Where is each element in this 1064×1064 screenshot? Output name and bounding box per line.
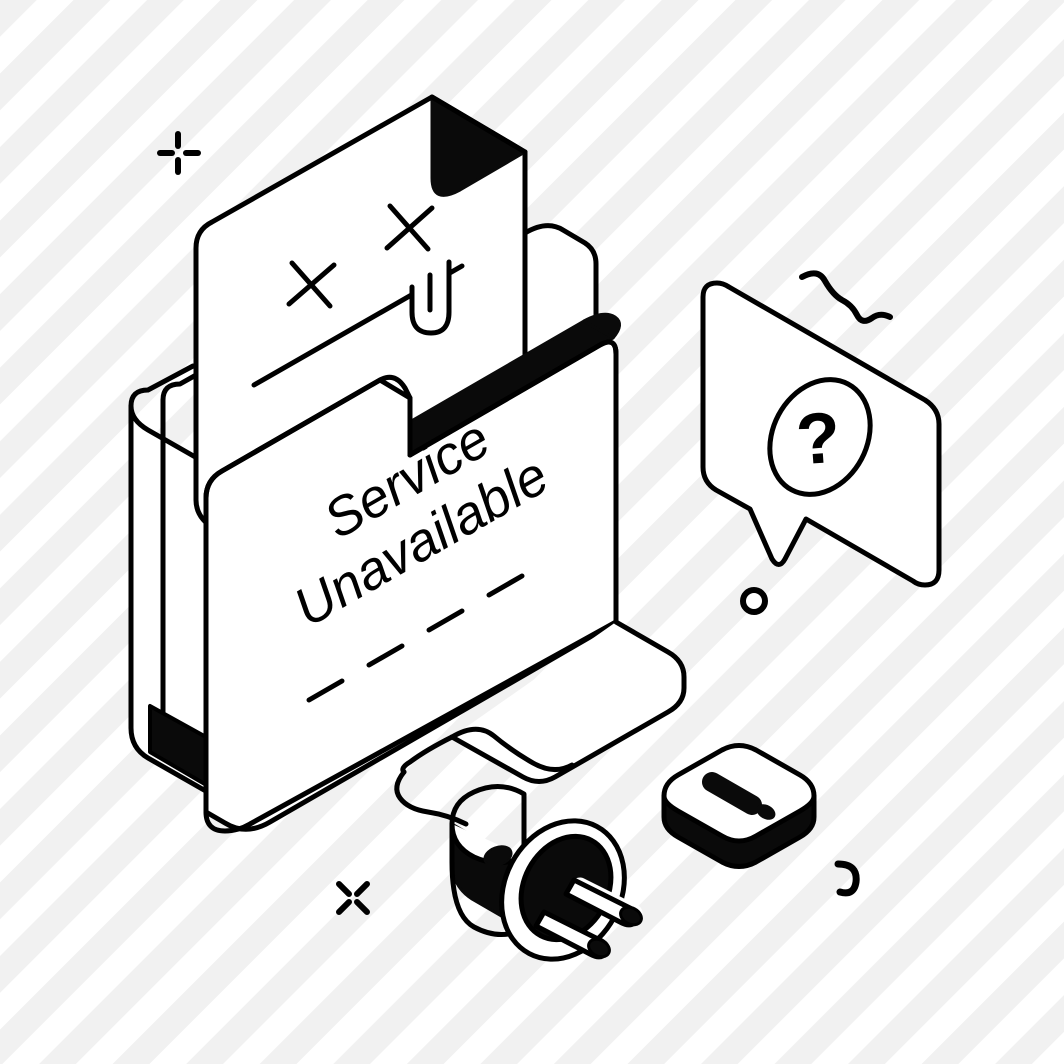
exclamation-dot xyxy=(756,804,776,820)
decoration-x-sparkle xyxy=(336,881,370,915)
power-cord xyxy=(394,726,575,827)
question-mark-glyph: ? xyxy=(794,398,843,481)
folder-front-panel xyxy=(203,312,621,834)
folder-dashed-lines xyxy=(306,573,525,703)
exclamation-badge xyxy=(661,743,817,869)
decoration-crescent-mark xyxy=(834,860,860,897)
plug-screw-nub xyxy=(483,845,513,867)
power-plug xyxy=(449,784,643,962)
question-speech-bubble: ? xyxy=(700,280,942,588)
folder-base-plate xyxy=(449,619,687,784)
question-mark-circle xyxy=(767,377,873,497)
plug-prongs xyxy=(533,877,643,960)
decoration-plus-sparkle xyxy=(157,131,201,175)
exclamation-stroke xyxy=(702,772,762,815)
right-eye-x-icon xyxy=(384,203,435,252)
folder-face xyxy=(251,203,465,388)
wavy-squiggle-icon xyxy=(799,270,893,324)
decoration-ring-dot xyxy=(740,587,768,615)
left-eye-x-icon xyxy=(286,260,337,309)
